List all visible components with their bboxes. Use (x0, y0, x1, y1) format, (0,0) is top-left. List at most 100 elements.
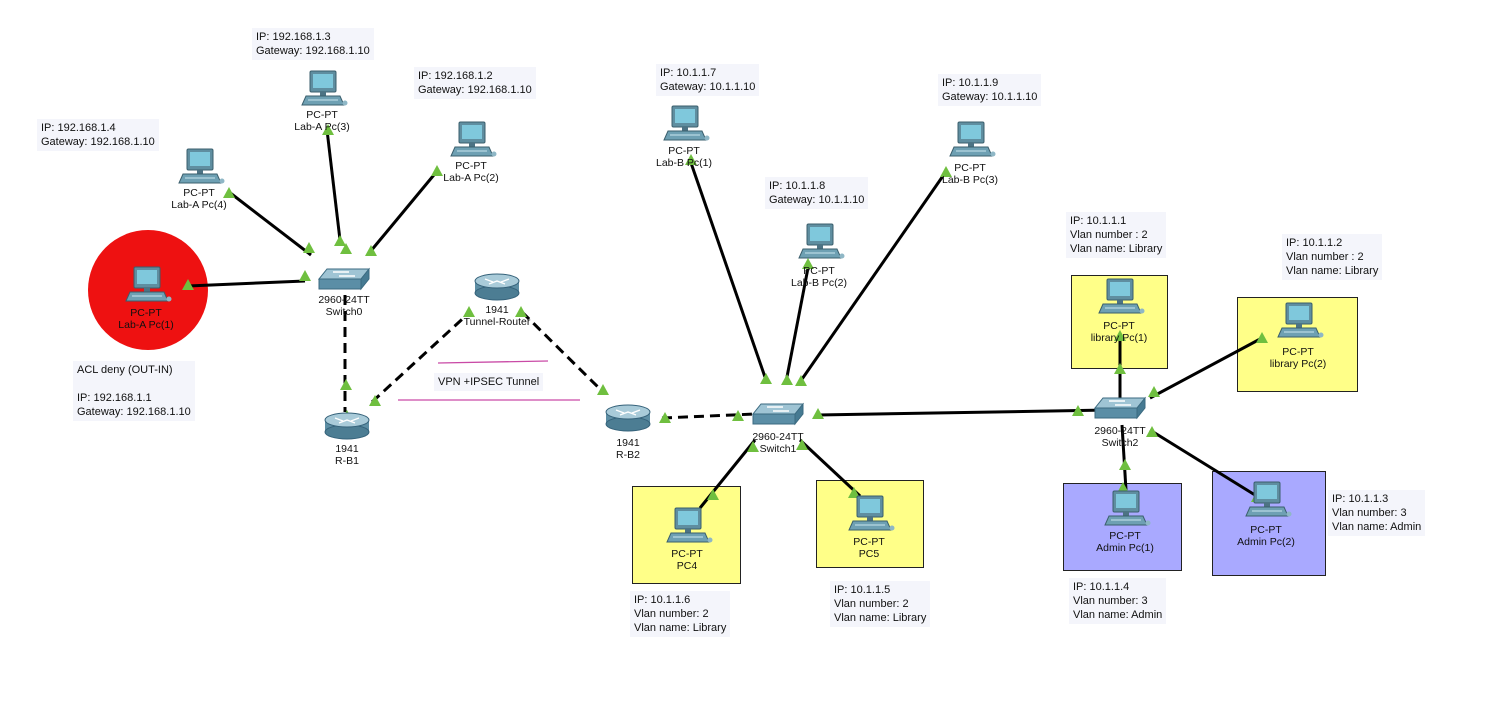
device-name: library Pc(2) (1269, 358, 1327, 370)
port-indicator (1256, 332, 1268, 343)
link-lbpc1-switch1[interactable] (688, 159, 768, 381)
port-indicator (369, 395, 381, 406)
note-vpn-ipsec-tunnel[interactable]: VPN +IPSEC Tunnel (434, 373, 544, 391)
device-name: Switch1 (759, 443, 797, 455)
note-library-pc2[interactable]: IP: 10.1.1.2 Vlan number : 2 Vlan name: … (1282, 234, 1383, 280)
switch0-icon[interactable] (317, 267, 371, 291)
r-b2-icon[interactable] (605, 404, 651, 432)
link-rb1-tunnel[interactable] (370, 310, 472, 404)
port-indicator (322, 124, 334, 135)
port-indicator (1072, 405, 1084, 416)
note-pc4[interactable]: IP: 10.1.1.6 Vlan number: 2 Vlan name: L… (630, 591, 731, 637)
port-indicator (223, 187, 235, 198)
note-lab-b-pc1[interactable]: IP: 10.1.1.7 Gateway: 10.1.1.10 (656, 64, 760, 96)
device-name: Lab-A Pc(1) (118, 319, 174, 331)
port-indicator (1117, 482, 1129, 493)
admin-pc1-icon[interactable] (1104, 490, 1151, 526)
port-indicator (431, 165, 443, 176)
port-indicator (685, 154, 697, 165)
device-type: 2960-24TT (752, 431, 804, 443)
note-admin-pc2[interactable]: IP: 10.1.1.3 Vlan number: 3 Vlan name: A… (1328, 490, 1426, 536)
port-indicator (940, 166, 952, 177)
switch2-icon[interactable] (1093, 396, 1147, 420)
link-pc5-switch1[interactable] (798, 438, 862, 498)
port-indicator (747, 441, 759, 452)
tunnel-router-icon[interactable] (474, 273, 520, 301)
note-library-pc1[interactable]: IP: 10.1.1.1 Vlan number : 2 Vlan name: … (1066, 212, 1167, 258)
vpn-tunnel-line-1 (437, 360, 549, 364)
lab-b-pc3-icon[interactable] (949, 121, 996, 157)
link-lbpc3-switch1[interactable] (798, 172, 947, 383)
note-lab-a-pc1[interactable]: ACL deny (OUT-IN) IP: 192.168.1.1 Gatewa… (73, 361, 195, 421)
port-indicator (802, 258, 814, 269)
device-type: PC-PT (1109, 530, 1141, 542)
link-switch1-switch2[interactable] (817, 408, 1109, 417)
pc4-icon[interactable] (666, 507, 713, 543)
port-indicator (732, 410, 744, 421)
library-pc1-icon[interactable] (1098, 278, 1145, 314)
lab-a-pc3-icon[interactable] (301, 70, 348, 106)
link-tunnel-rb2[interactable] (520, 310, 605, 394)
device-name: Lab-A Pc(3) (294, 121, 350, 133)
link-pc3a-switch0[interactable] (325, 129, 342, 241)
device-type: PC-PT (130, 307, 162, 319)
lab-b-pc1-icon[interactable] (663, 105, 710, 141)
link-libpc2-switch2[interactable] (1149, 336, 1263, 400)
library-pc2-icon[interactable] (1277, 302, 1324, 338)
port-indicator (365, 245, 377, 256)
note-lab-a-pc4[interactable]: IP: 192.168.1.4 Gateway: 192.168.1.10 (37, 119, 159, 151)
link-adminpc2-switch2[interactable] (1149, 428, 1256, 497)
note-admin-pc1[interactable]: IP: 10.1.1.4 Vlan number: 3 Vlan name: A… (1069, 578, 1167, 624)
link-adminpc1-switch2[interactable] (1120, 424, 1128, 491)
port-indicator (848, 487, 860, 498)
lab-a-pc2-icon[interactable] (450, 121, 497, 157)
device-name: Tunnel-Router (463, 316, 531, 328)
device-type: PC-PT (1103, 320, 1135, 332)
link-pc1-switch0[interactable] (187, 279, 306, 288)
device-type: PC-PT (954, 162, 986, 174)
switch1-icon[interactable] (751, 402, 805, 426)
device-type: 2960-24TT (318, 294, 370, 306)
lab-a-pc4-icon[interactable] (178, 148, 225, 184)
port-indicator (659, 412, 671, 423)
device-name: library Pc(1) (1090, 332, 1148, 344)
device-type: 1941 (616, 437, 640, 449)
note-lab-a-pc2[interactable]: IP: 192.168.1.2 Gateway: 192.168.1.10 (414, 67, 536, 99)
lab-a-pc1-icon[interactable] (125, 266, 172, 302)
note-lab-a-pc3[interactable]: IP: 192.168.1.3 Gateway: 192.168.1.10 (252, 28, 374, 60)
device-type: PC-PT (803, 265, 835, 277)
port-indicator (334, 235, 346, 246)
note-pc5[interactable]: IP: 10.1.1.5 Vlan number: 2 Vlan name: L… (830, 581, 931, 627)
r-b1-icon[interactable] (324, 412, 370, 440)
link-lbpc2-switch1[interactable] (784, 267, 810, 383)
note-lab-b-pc3[interactable]: IP: 10.1.1.9 Gateway: 10.1.1.10 (938, 74, 1042, 106)
device-type: PC-PT (455, 160, 487, 172)
device-name: Admin Pc(2) (1237, 536, 1295, 548)
port-indicator (1148, 386, 1160, 397)
device-name: Lab-A Pc(2) (443, 172, 499, 184)
admin-pc2-icon[interactable] (1245, 481, 1292, 517)
link-pc4a-switch0[interactable] (228, 190, 312, 257)
pc5-icon[interactable] (848, 495, 895, 531)
port-indicator (707, 489, 719, 500)
port-indicator (1146, 426, 1158, 437)
device-type: 2960-24TT (1094, 425, 1146, 437)
note-lab-b-pc2[interactable]: IP: 10.1.1.8 Gateway: 10.1.1.10 (765, 177, 869, 209)
port-indicator (463, 306, 475, 317)
lab-b-pc2-icon[interactable] (798, 223, 845, 259)
port-indicator (1114, 330, 1126, 341)
port-indicator (796, 439, 808, 450)
link-pc2a-switch0[interactable] (368, 169, 440, 253)
